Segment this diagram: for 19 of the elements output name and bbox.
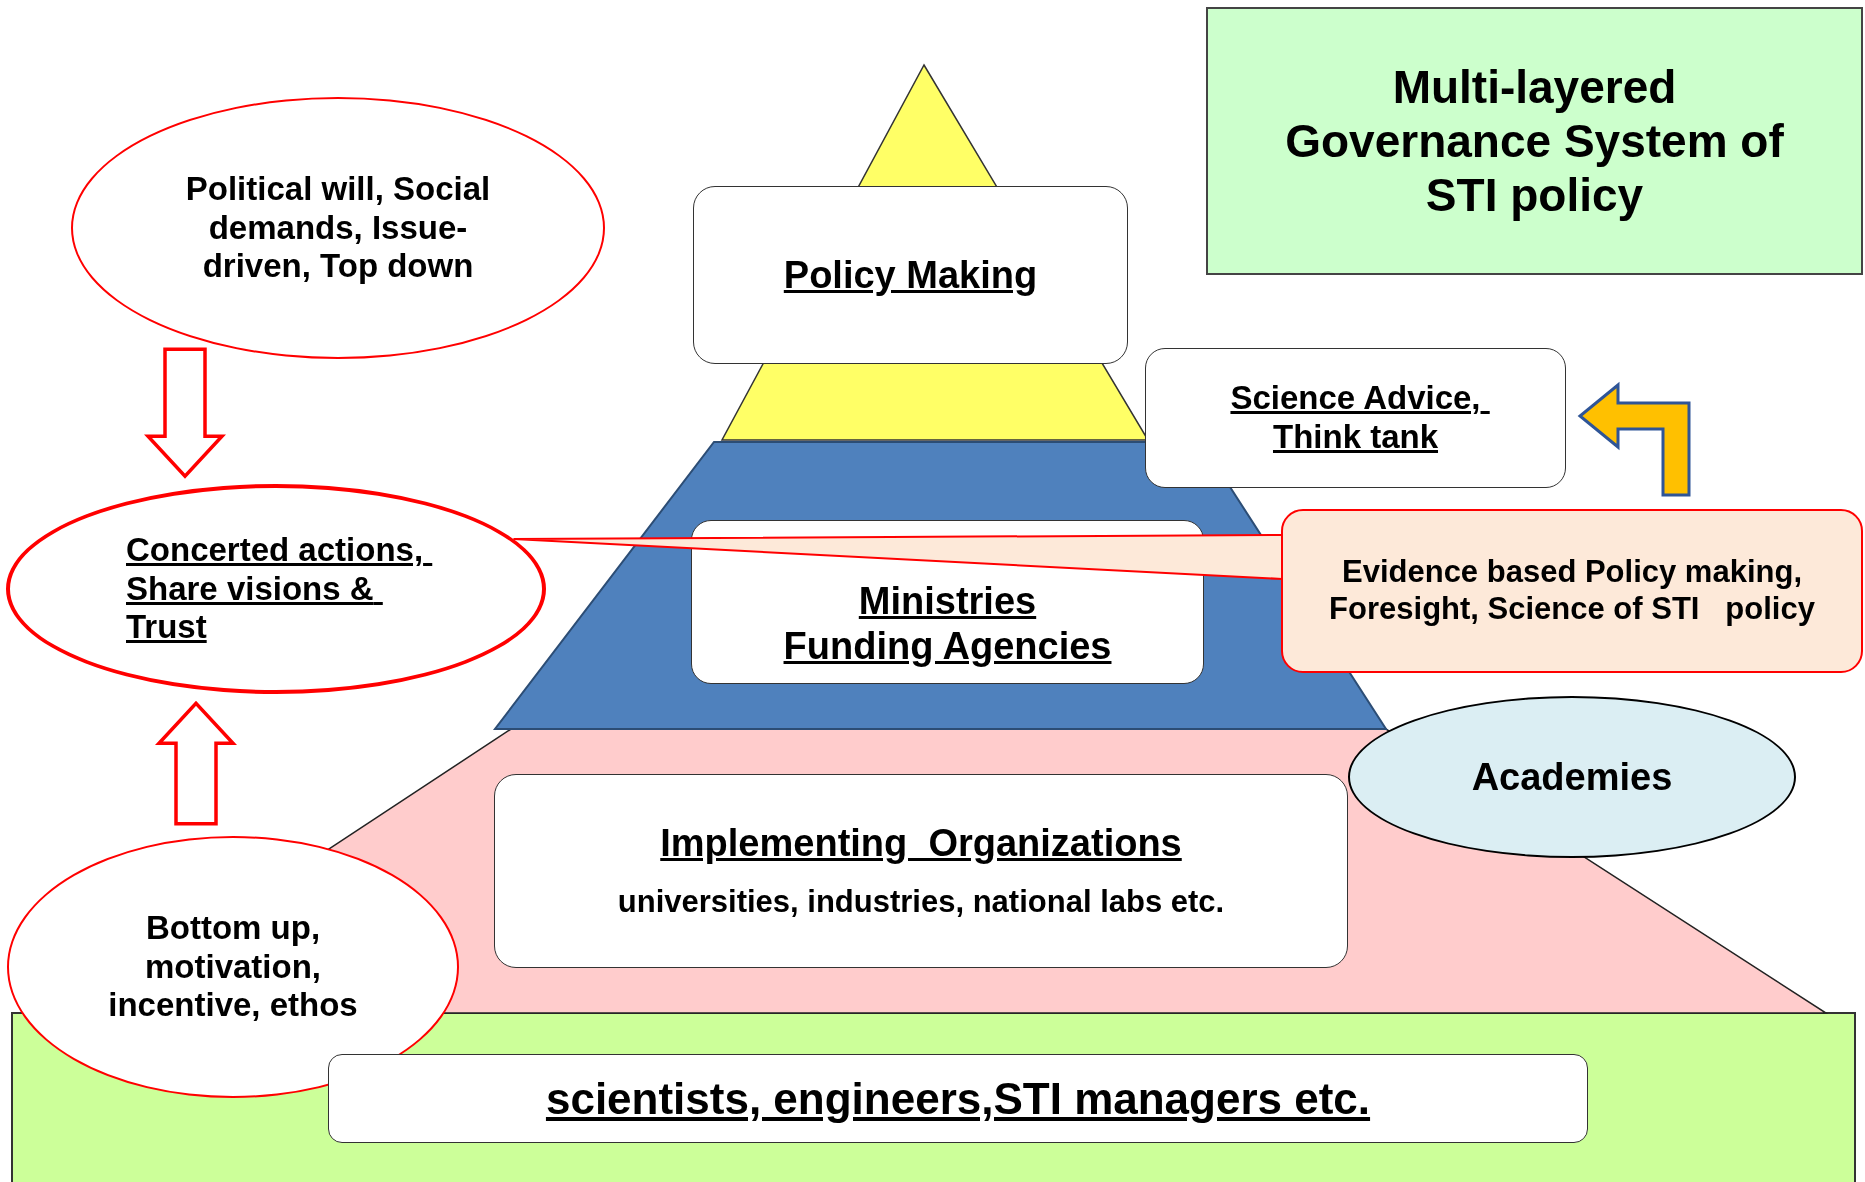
- node-label: Implementing Organizations: [660, 821, 1182, 867]
- rounded-box: [693, 186, 1128, 364]
- block-arrow: [155, 700, 237, 826]
- title-text: Multi-layered Governance System of STI policy: [1284, 59, 1785, 223]
- leader-line: [512, 534, 1283, 581]
- node-label: scientists, engineers,STI managers etc.: [545, 1072, 1371, 1125]
- callout-box: [1281, 509, 1863, 673]
- block-arrow: [144, 347, 226, 479]
- node-label: Bottom up, motivation, incentive, ethos: [107, 908, 359, 1026]
- block-arrow: [1577, 381, 1691, 497]
- node-label: Evidence based Policy making, Foresight, Science of STI policy: [1328, 554, 1816, 628]
- rounded-box: [494, 774, 1348, 968]
- node-label: Political will, Social demands, Issue-driven, Top down: [184, 169, 492, 287]
- body-text: universities, industries, national labs etc.: [617, 884, 1225, 921]
- node-label: Funding Agencies: [783, 624, 1112, 669]
- rounded-box: [328, 1054, 1588, 1143]
- node-label: Policy Making: [783, 252, 1038, 298]
- node-label: Academies: [1471, 754, 1673, 800]
- node-label: Ministries: [858, 579, 1037, 625]
